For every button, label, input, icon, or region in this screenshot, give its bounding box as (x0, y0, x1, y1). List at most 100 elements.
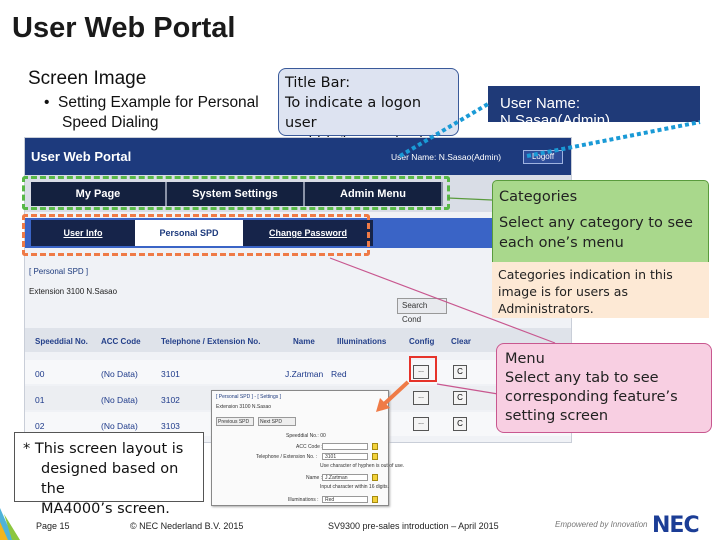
clear-button[interactable]: C (453, 391, 467, 405)
config-button[interactable]: ... (413, 417, 429, 431)
menu-callout: Menu Select any tab to see corresponding… (496, 343, 712, 433)
cell-speeddial-no: 01 (35, 395, 45, 405)
bullet-line-1: Setting Example for Personal (58, 94, 259, 111)
cell-illumination: Red (331, 369, 347, 379)
bullet-dot: • (44, 94, 50, 111)
column-header: Name (293, 337, 315, 346)
menu-callout-title: Menu (505, 351, 545, 367)
menu-callout-line-1: Select any tab to see (505, 370, 659, 386)
telephone-input[interactable]: 3101 (322, 453, 368, 460)
config-button[interactable]: ... (413, 391, 429, 405)
category-tab-admin-menu[interactable]: Admin Menu (305, 182, 443, 206)
column-header: Clear (451, 337, 472, 346)
bullet-text: • Setting Example for Personal Speed Dial… (44, 93, 284, 133)
cell-telephone: 3101 (161, 369, 180, 379)
portal-title-bar (25, 138, 571, 175)
categories-callout-title: Categories (499, 189, 578, 205)
popup-tel-hint: Use character of hyphen is out of use. (320, 463, 405, 469)
acc-code-input[interactable] (322, 443, 368, 450)
titlebar-connector (526, 120, 701, 158)
footer-copyright: © NEC Nederland B.V. 2015 (130, 521, 244, 531)
cell-telephone: 3102 (161, 395, 180, 405)
logoff-button[interactable]: Logoff (523, 150, 563, 164)
categories-highlight (22, 176, 450, 210)
popup-speeddial-label: Speeddial No.: 00 (286, 433, 326, 439)
menu-connector (436, 383, 499, 395)
config-highlight (409, 356, 437, 382)
extension-info: Extension 3100 N.Sasao (29, 287, 118, 296)
popup-name-label: Name : (306, 475, 323, 481)
categories-callout-line-1: Select any category to see (499, 215, 693, 231)
help-icon[interactable] (372, 443, 378, 450)
column-header: Config (409, 337, 435, 346)
popup-acc-label: ACC Code : (296, 444, 323, 450)
name-input[interactable]: J.Zartman (322, 474, 368, 481)
footer-tagline: Empowered by Innovation (555, 520, 648, 529)
popup-tel-label: Telephone / Extension No. : (256, 454, 318, 460)
help-icon[interactable] (372, 474, 378, 481)
column-header: ACC Code (101, 337, 141, 346)
popup-name-hint: Input character within 16 digits. (320, 484, 389, 490)
admin-note-line-3: Administrators. (498, 301, 594, 316)
category-tab-my-page[interactable]: My Page (31, 182, 167, 206)
column-header: Telephone / Extension No. (161, 337, 261, 346)
cell-acc-code: (No Data) (101, 421, 138, 431)
next-spd-button[interactable]: Next SPD (258, 417, 296, 426)
footer-page-number: Page 15 (36, 521, 70, 531)
layout-note-line-3: MA4000’s screen. (41, 501, 170, 517)
popup-arrow (380, 380, 410, 408)
popup-arrow-head (376, 398, 390, 412)
help-icon[interactable] (372, 453, 378, 460)
user-name-zoom: User Name: N.Sasao(Admin) (488, 86, 700, 129)
portal-app-title: User Web Portal (31, 149, 132, 164)
cell-speeddial-no: 02 (35, 421, 45, 431)
table-row[interactable] (25, 360, 571, 384)
menu-tab-personal-spd[interactable]: Personal SPD (135, 220, 243, 246)
nec-logo: NEC (652, 513, 700, 538)
cell-speeddial-no: 00 (35, 369, 45, 379)
slide-title: User Web Portal (12, 12, 236, 44)
table-header (25, 328, 571, 352)
layout-note: * This screen layout is designed based o… (14, 432, 204, 517)
screen-image-label: Screen Image (28, 68, 147, 89)
popup-header: [ Personal SPD ] - [ Settings ] (216, 394, 282, 400)
search-button[interactable]: Search Cond (397, 298, 447, 324)
illumination-select[interactable]: Red (322, 496, 368, 503)
config-button[interactable]: ... (413, 365, 429, 379)
portal-screenshot: User Web Portal User Name: N.Sasao(Admin… (24, 137, 572, 443)
popup-illum-label: Illuminations : (288, 497, 319, 503)
clear-button[interactable]: C (453, 365, 467, 379)
cell-acc-code: (No Data) (101, 369, 138, 379)
footer-swoosh-graphic (0, 508, 20, 540)
portal-user-name: User Name: N.Sasao(Admin) (391, 152, 502, 162)
clear-button[interactable]: C (453, 417, 467, 431)
admin-note-line-2: image is for users as (498, 284, 628, 299)
admin-note-callout: Categories indication in this image is f… (492, 262, 709, 318)
layout-note-line-1: * This screen layout is (23, 441, 184, 457)
menu-callout-line-2: corresponding feature’s (505, 389, 678, 405)
bullet-line-2: Speed Dialing (62, 114, 159, 131)
previous-spd-button[interactable]: Previous SPD (216, 417, 254, 426)
menu-connector (329, 257, 556, 344)
cell-acc-code: (No Data) (101, 395, 138, 405)
column-header: Illuminations (337, 337, 387, 346)
menu-tab-change-password[interactable]: Change Password (243, 220, 373, 246)
layout-note-line-2: designed based on the (41, 461, 179, 497)
menu-callout-line-3: setting screen (505, 408, 609, 424)
admin-note-line-1: Categories indication in this (498, 267, 673, 282)
menu-highlight (22, 214, 370, 256)
footer-presentation-title: SV9300 pre-sales introduction – April 20… (328, 521, 499, 531)
categories-connector (447, 197, 493, 201)
cell-telephone: 3103 (161, 421, 180, 431)
menu-tab-user-info[interactable]: User Info (31, 220, 135, 246)
categories-callout: Categories Select any category to see ea… (492, 180, 709, 267)
help-icon[interactable] (372, 496, 378, 503)
titlebar-callout-line-2: To indicate a logon user (285, 95, 422, 131)
popup-extension: Extension 3100 N.Sasao (216, 404, 272, 410)
category-tab-system-settings[interactable]: System Settings (167, 182, 305, 206)
section-label: [ Personal SPD ] (29, 267, 89, 276)
categories-callout-line-2: each one’s menu (499, 235, 624, 251)
settings-popup: [ Personal SPD ] - [ Settings ] Extensio… (211, 390, 404, 506)
titlebar-callout-line-1: Title Bar: (285, 75, 351, 91)
